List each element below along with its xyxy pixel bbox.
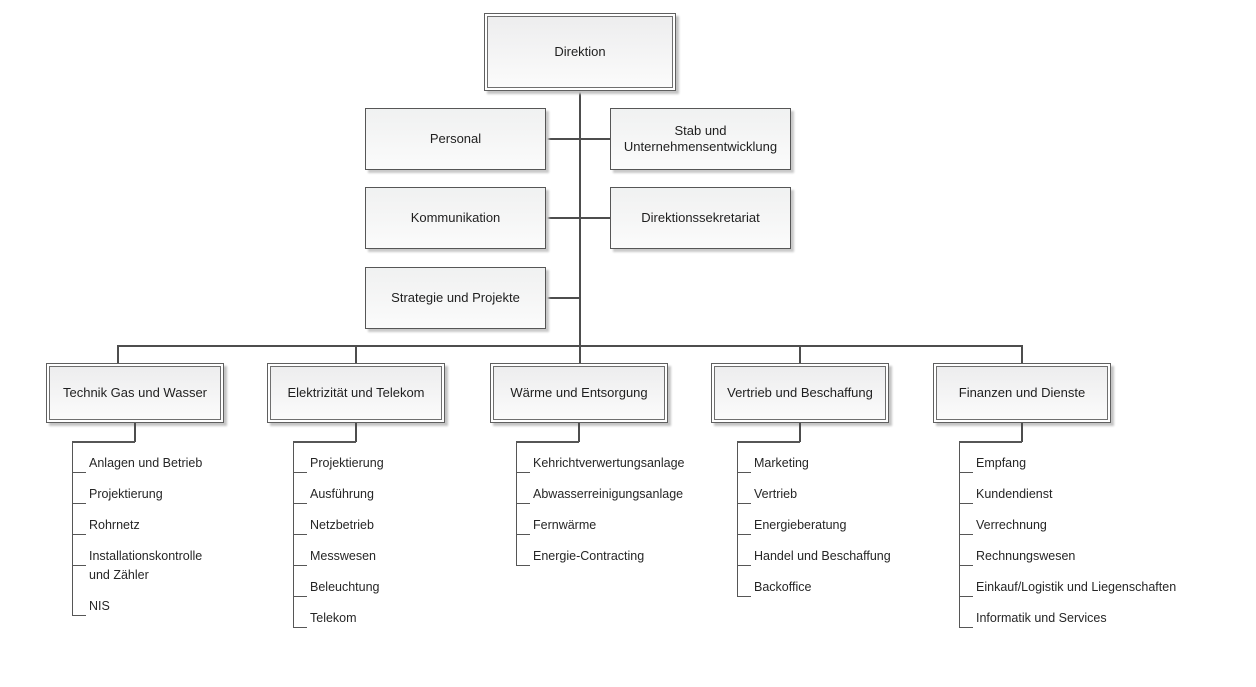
dept-label: Wärme und Entsorgung	[493, 366, 665, 420]
org-unit-item: Rohrnetz	[73, 504, 313, 535]
dept-label: Technik Gas und Wasser	[49, 366, 221, 420]
org-box-elektrizitaet-und-telekom: Elektrizität und Telekom	[267, 363, 445, 423]
org-box-vertrieb-und-beschaffung: Vertrieb und Beschaffung	[711, 363, 889, 423]
org-unit-item: Handel und Beschaffung	[738, 535, 978, 566]
connector-drop-dept-1	[117, 345, 119, 363]
connector-dept-list-elbow	[72, 441, 135, 443]
connector-drop-dept-4	[799, 345, 801, 363]
org-box-direktion: Direktion	[484, 13, 676, 91]
org-box-stab-und-unternehmensentwicklung: Stab und Unternehmensentwicklung	[610, 108, 791, 170]
org-box-waerme-und-entsorgung: Wärme und Entsorgung	[490, 363, 668, 423]
org-box-kommunikation: Kommunikation	[365, 187, 546, 249]
org-unit-item: Kundendienst	[960, 473, 1200, 504]
org-unit-item: Abwasserreinigungsanlage	[517, 473, 757, 504]
connector-drop-dept-2	[355, 345, 357, 363]
org-unit-item: NIS	[73, 585, 313, 616]
org-unit-item: Energieberatung	[738, 504, 978, 535]
connector-drop-dept-5	[1021, 345, 1023, 363]
dept-label: Finanzen und Dienste	[936, 366, 1108, 420]
org-unit-item: Messwesen	[294, 535, 534, 566]
org-unit-item: Informatik und Services	[960, 597, 1200, 628]
org-unit-item: Backoffice	[738, 566, 978, 597]
connector-dept-list-elbow	[959, 441, 1022, 443]
org-unit-item: Fernwärme	[517, 504, 757, 535]
org-unit-item: Verrechnung	[960, 504, 1200, 535]
connector-dept-list-drop	[134, 423, 136, 442]
connector-dept-list-elbow	[516, 441, 579, 443]
org-box-direktionssekretariat: Direktionssekretariat	[610, 187, 791, 249]
org-unit-item: Empfang	[960, 442, 1200, 473]
org-box-finanzen-und-dienste: Finanzen und Dienste	[933, 363, 1111, 423]
connector-dept-list-elbow	[737, 441, 800, 443]
org-box-direktion-label: Direktion	[487, 16, 673, 88]
org-unit-item: Energie-Contracting	[517, 535, 757, 566]
org-unit-item: Vertrieb	[738, 473, 978, 504]
org-unit-item: Anlagen und Betrieb	[73, 442, 313, 473]
dept-label: Vertrieb und Beschaffung	[714, 366, 886, 420]
org-unit-item: Einkauf/Logistik und Liegenschaften	[960, 566, 1200, 597]
org-unit-item: Marketing	[738, 442, 978, 473]
connector-kommunikation	[546, 217, 580, 219]
connector-strategie	[546, 297, 580, 299]
org-box-personal: Personal	[365, 108, 546, 170]
connector-trunk-horizontal	[118, 345, 1023, 347]
org-unit-item: Rechnungswesen	[960, 535, 1200, 566]
connector-dept-list-drop	[355, 423, 357, 442]
connector-personal	[546, 138, 580, 140]
org-unit-item: Ausführung	[294, 473, 534, 504]
org-unit-item: Projektierung	[73, 473, 313, 504]
org-box-technik-gas-und-wasser: Technik Gas und Wasser	[46, 363, 224, 423]
connector-root-vertical	[579, 91, 581, 363]
connector-direktionssekretariat	[580, 217, 611, 219]
org-unit-item: Beleuchtung	[294, 566, 534, 597]
org-box-strategie-und-projekte: Strategie und Projekte	[365, 267, 546, 329]
org-unit-item: Telekom	[294, 597, 534, 628]
org-unit-item: Kehrichtverwertungsanlage	[517, 442, 757, 473]
connector-dept-list-drop	[578, 423, 580, 442]
org-unit-item: Installationskontrolle und Zähler	[73, 535, 313, 585]
connector-dept-list-drop	[1021, 423, 1023, 442]
dept-label: Elektrizität und Telekom	[270, 366, 442, 420]
org-unit-item: Projektierung	[294, 442, 534, 473]
connector-stab	[580, 138, 611, 140]
connector-dept-list-drop	[799, 423, 801, 442]
connector-dept-list-elbow	[293, 441, 356, 443]
org-unit-item: Netzbetrieb	[294, 504, 534, 535]
